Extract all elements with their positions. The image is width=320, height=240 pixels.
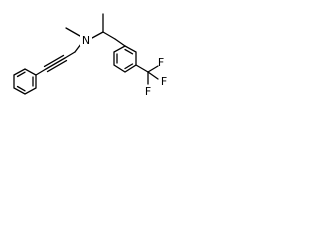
phenyl-ring-right-double-bond-2: [124, 63, 134, 70]
bond-ring-to-alkyne: [35, 68, 47, 76]
phenyl-ring-left: [13, 68, 37, 95]
bond-nitrogen-to-ch: [91, 31, 104, 39]
fluorine-atom-label-top: F: [158, 56, 164, 69]
bond-ring-to-cf3: [135, 64, 149, 73]
fluorine-atom-label-bottom: F: [145, 85, 151, 98]
nitrogen-atom-label: N: [82, 34, 90, 47]
bond-ch-to-ch2: [102, 31, 116, 40]
phenyl-ring-right-double-bond-3: [124, 48, 134, 55]
phenyl-ring-right-outline: [113, 45, 137, 73]
bond-nitrogen-methyl: [65, 27, 81, 37]
phenyl-ring-left-double-bond-3: [16, 85, 26, 92]
bond-ch2-to-ring: [114, 38, 126, 47]
triple-bond-line-1: [45, 57, 66, 70]
trifluoromethyl-group: [135, 64, 159, 85]
phenyl-ring-left-outline: [13, 68, 37, 95]
triple-bond-line-3: [46, 59, 68, 73]
propynyl-chain: [35, 43, 82, 76]
fluorine-atom-label-right: F: [161, 75, 167, 88]
triple-bond-line-2: [43, 54, 65, 68]
nitrogen-label-background: [80, 34, 92, 46]
phenyl-ring-right: [113, 45, 137, 73]
bond-alkyne-to-ch2: [64, 51, 76, 59]
chemical-structure-diagram: N F F F: [13, 13, 167, 98]
bond-c-to-f-top: [147, 65, 159, 73]
bond-c-to-f-right: [147, 71, 159, 80]
phenyl-ring-left-double-bond-1: [16, 71, 26, 78]
